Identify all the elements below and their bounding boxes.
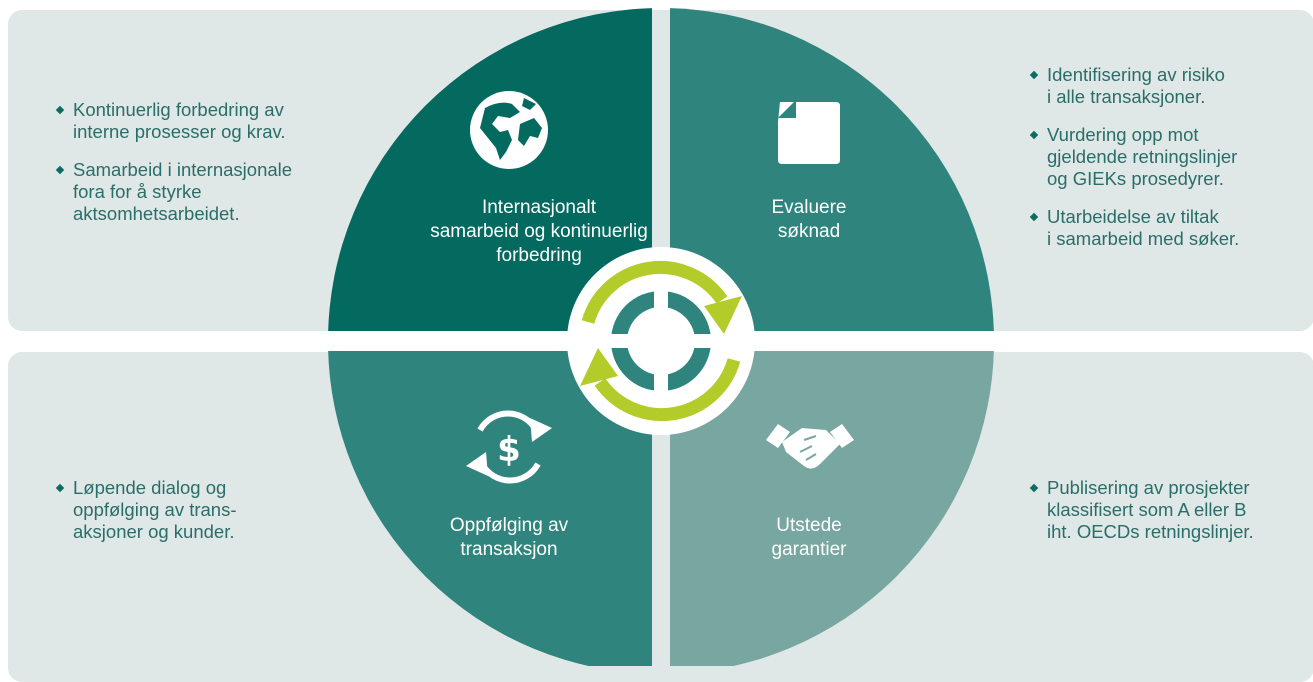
bullet-list-bottom-right: Publisering av prosjekter klassifisert s… xyxy=(1029,477,1254,559)
list-item-line: aktsomhetsarbeidet. xyxy=(73,203,240,224)
label-line: forbedring xyxy=(496,245,582,266)
list-item-line: interne prosesser og krav. xyxy=(73,121,286,142)
quadrant-label-top-right: Evaluere søknad xyxy=(694,196,924,244)
list-item-line: fora for å styrke xyxy=(73,181,202,202)
list-item-line: i alle transaksjoner. xyxy=(1047,86,1206,107)
bullet-list-top-right: Identifisering av risiko i alle transaks… xyxy=(1029,64,1239,266)
list-item-line: gjeldende retningslinjer xyxy=(1047,146,1238,167)
list-item-line: Utarbeidelse av tiltak xyxy=(1047,206,1219,227)
bullet-list-bottom-left: Løpende dialog og oppfølging av trans- a… xyxy=(55,477,237,559)
quadrant-bottom-right xyxy=(670,351,994,666)
cycle-arrows-icon xyxy=(567,247,755,435)
list-item: Vurdering opp mot gjeldende retningslinj… xyxy=(1029,124,1239,190)
list-item-line: klassifisert som A eller B xyxy=(1047,499,1247,520)
quadrant-top-left xyxy=(328,8,652,331)
list-item-line: i samarbeid med søker. xyxy=(1047,228,1240,249)
list-item-line: iht. OECDs retningslinjer. xyxy=(1047,521,1254,542)
list-item-line: og GIEKs prosedyrer. xyxy=(1047,168,1224,189)
label-line: søknad xyxy=(777,221,841,242)
dollar-cycle-icon: $ xyxy=(466,410,552,484)
list-item-line: aksjoner og kunder. xyxy=(73,521,235,542)
list-item: Samarbeid i internasjonale fora for å st… xyxy=(55,159,292,225)
label-line: garantier xyxy=(771,539,847,560)
label-line: Oppfølging av xyxy=(449,515,569,536)
list-item-line: Publisering av prosjekter xyxy=(1047,477,1250,498)
quadrant-label-bottom-right: Utstede garantier xyxy=(694,514,924,562)
list-item: Utarbeidelse av tiltak i samarbeid med s… xyxy=(1029,206,1239,250)
quadrant-top-right xyxy=(670,8,994,331)
list-item-line: Kontinuerlig forbedring av xyxy=(73,99,284,120)
document-icon xyxy=(778,100,840,164)
process-cycle-diagram: $ xyxy=(328,8,994,666)
list-item-line: Løpende dialog og xyxy=(73,477,227,498)
list-item: Løpende dialog og oppfølging av trans- a… xyxy=(55,477,237,543)
list-item: Kontinuerlig forbedring av interne prose… xyxy=(55,99,292,143)
bullet-list-top-left: Kontinuerlig forbedring av interne prose… xyxy=(55,99,292,241)
handshake-icon xyxy=(766,424,854,469)
svg-text:$: $ xyxy=(497,430,521,470)
label-line: Utstede xyxy=(776,515,842,536)
list-item-line: Vurdering opp mot xyxy=(1047,124,1199,145)
label-line: transaksjon xyxy=(460,539,558,560)
list-item-line: oppfølging av trans- xyxy=(73,499,237,520)
list-item-line: Samarbeid i internasjonale xyxy=(73,159,293,180)
label-line: Evaluere xyxy=(771,197,847,218)
label-line: samarbeid og kontinuerlig xyxy=(430,221,648,242)
globe-icon xyxy=(470,91,548,169)
list-item-line: Identifisering av risiko xyxy=(1047,64,1225,85)
quadrant-bottom-left xyxy=(328,351,652,666)
list-item: Publisering av prosjekter klassifisert s… xyxy=(1029,477,1254,543)
list-item: Identifisering av risiko i alle transaks… xyxy=(1029,64,1239,108)
label-line: Internasjonalt xyxy=(481,197,597,218)
quadrant-label-bottom-left: Oppfølging av transaksjon xyxy=(394,514,624,562)
quadrant-label-top-left: Internasjonalt samarbeid og kontinuerlig… xyxy=(424,196,654,268)
